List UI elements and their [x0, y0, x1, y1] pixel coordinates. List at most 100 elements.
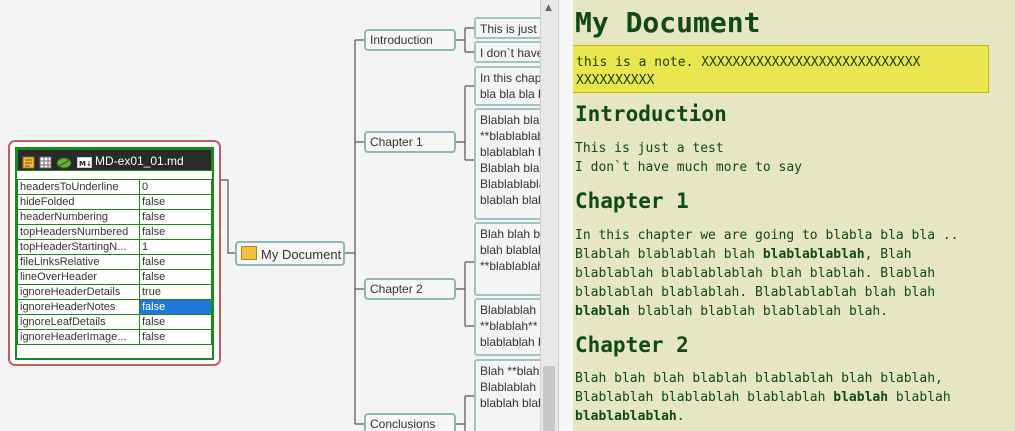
- attribute-row[interactable]: topHeaderStartingN...1: [17, 239, 212, 255]
- note-icon: [241, 246, 257, 260]
- leaf-text: I don`t have much more to say: [480, 46, 540, 60]
- attribute-key[interactable]: topHeaderStartingN...: [17, 239, 140, 255]
- attribute-value[interactable]: false: [139, 299, 212, 315]
- leaf-text: bla bla bla bla: [480, 87, 540, 101]
- table-icon: [39, 154, 52, 169]
- leaf-text: **blablah** blablah: [480, 319, 540, 333]
- leaf-text: blablah blablah blah: [480, 193, 540, 207]
- section-label: Chapter 1: [370, 135, 423, 149]
- section-node-introduction[interactable]: Introduction: [364, 29, 456, 51]
- section-label: Conclusions: [370, 417, 436, 431]
- attribute-key[interactable]: fileLinksRelative: [17, 254, 140, 270]
- pane-splitter[interactable]: [558, 0, 574, 431]
- section-label: Chapter 2: [370, 282, 423, 296]
- paragraph-line: I don`t have much more to say: [575, 160, 802, 175]
- section-label: Introduction: [370, 33, 433, 47]
- section-node-conclusions[interactable]: Conclusions: [364, 413, 456, 431]
- root-node-label: My Document: [261, 247, 342, 262]
- leaf-node[interactable]: This is just a test: [474, 17, 540, 39]
- attribute-value[interactable]: false: [139, 209, 212, 225]
- section-node-chapter-1[interactable]: Chapter 1: [364, 131, 456, 153]
- attribute-key[interactable]: ignoreLeafDetails: [17, 314, 140, 330]
- attribute-value[interactable]: true: [139, 284, 212, 300]
- leaf-text: Blablah blablablah blah: [480, 113, 540, 127]
- leaf-text: blah blablah blah: [480, 243, 540, 257]
- attribute-row[interactable]: ignoreHeaderImage...false: [17, 329, 212, 345]
- attribute-key[interactable]: lineOverHeader: [17, 269, 140, 285]
- file-node-header[interactable]: M↓ MD-ex01_01.md: [17, 149, 212, 171]
- attribute-value[interactable]: false: [139, 224, 212, 240]
- preview-paragraph-chapter-1: In this chapter we are going to blabla b…: [575, 226, 959, 321]
- leaf-text: blablah blah blah: [480, 396, 540, 410]
- mindmap-vertical-scrollbar[interactable]: ▲: [540, 0, 558, 431]
- paragraph-line: blablablablah.: [575, 409, 685, 424]
- preview-paragraph-introduction: This is just a test I don`t have much mo…: [575, 139, 802, 177]
- attribute-value[interactable]: false: [139, 314, 212, 330]
- section-node-chapter-2[interactable]: Chapter 2: [364, 278, 456, 300]
- leaf-node[interactable]: I don`t have much more to say: [474, 41, 540, 63]
- attribute-value[interactable]: false: [139, 254, 212, 270]
- scrollbar-thumb[interactable]: [543, 366, 555, 431]
- attribute-value[interactable]: 1: [139, 239, 212, 255]
- scroll-up-arrow-icon[interactable]: ▲: [545, 3, 552, 13]
- preview-title: My Document: [575, 6, 761, 39]
- paragraph-line: blablablah blablablah. Blablablablah bla…: [575, 285, 936, 300]
- leaf-node[interactable]: Blah blah blah blablah blah blablah blah…: [474, 222, 540, 296]
- attribute-key[interactable]: hideFolded: [17, 194, 140, 210]
- preview-heading-introduction: Introduction: [575, 102, 727, 126]
- file-title: MD-ex01_01.md: [95, 154, 184, 168]
- leaf-node[interactable]: In this chapter we are going to bla bla …: [474, 66, 540, 106]
- note-line: this is a note. XXXXXXXXXXXXXXXXXXXXXXXX…: [576, 55, 921, 70]
- note-icon: [22, 154, 35, 169]
- paragraph-line: Blablah blablablah blah blablablablah, B…: [575, 247, 912, 262]
- attribute-key[interactable]: headerNumbering: [17, 209, 140, 225]
- leaf-text: **blablablah**: [480, 259, 540, 273]
- attribute-key[interactable]: ignoreHeaderImage...: [17, 329, 140, 345]
- attribute-value[interactable]: false: [139, 269, 212, 285]
- leaf-text: Blablablah blah blah: [480, 380, 540, 394]
- leaf-text: Blablablablah blah blah: [480, 177, 540, 191]
- leaf-node[interactable]: Blah **blah** blah Blablablah blah blah …: [474, 359, 540, 431]
- attribute-value[interactable]: false: [139, 194, 212, 210]
- leaf-text: blablablah blablablablah: [480, 145, 540, 159]
- leaf-text: Blah blah blah blablah: [480, 227, 540, 241]
- preview-heading-chapter-2: Chapter 2: [575, 333, 689, 357]
- leaf-text: Blah **blah** blah: [480, 364, 540, 378]
- attribute-value[interactable]: 0: [139, 179, 212, 195]
- leaf-text: Blablablah blah blah: [480, 303, 540, 317]
- leaf-icon: [56, 154, 74, 169]
- paragraph-line: In this chapter we are going to blabla b…: [575, 228, 959, 243]
- leaf-node[interactable]: Blablablah blah blah **blablah** blablah…: [474, 298, 540, 356]
- markdown-icon: M↓: [77, 154, 92, 168]
- attribute-key[interactable]: topHeadersNumbered: [17, 224, 140, 240]
- preview-heading-chapter-1: Chapter 1: [575, 189, 689, 213]
- leaf-text: This is just a test: [480, 22, 540, 36]
- attribute-key[interactable]: ignoreHeaderNotes: [17, 299, 140, 315]
- leaf-text: Blablah blablablah: [480, 161, 540, 175]
- attribute-key[interactable]: ignoreHeaderDetails: [17, 284, 140, 300]
- root-node[interactable]: My Document: [235, 241, 345, 266]
- note-line: XXXXXXXXXX: [576, 73, 655, 88]
- leaf-node[interactable]: Blablah blablablah blah **blablablablah*…: [474, 108, 540, 220]
- leaf-text: In this chapter we are going to: [480, 71, 540, 85]
- paragraph-line: blablah blablah blablah blablablah blah.: [575, 304, 889, 319]
- preview-note: this is a note. XXXXXXXXXXXXXXXXXXXXXXXX…: [573, 45, 989, 93]
- paragraph-line: Blah blah blah blablah blablablah blah b…: [575, 371, 943, 386]
- attribute-value[interactable]: false: [139, 329, 212, 345]
- paragraph-line: Blablablah blablablah blablablah blablah…: [575, 390, 951, 405]
- attribute-key[interactable]: headersToUnderline: [17, 179, 140, 195]
- preview-paragraph-chapter-2: Blah blah blah blablah blablablah blah b…: [575, 369, 951, 426]
